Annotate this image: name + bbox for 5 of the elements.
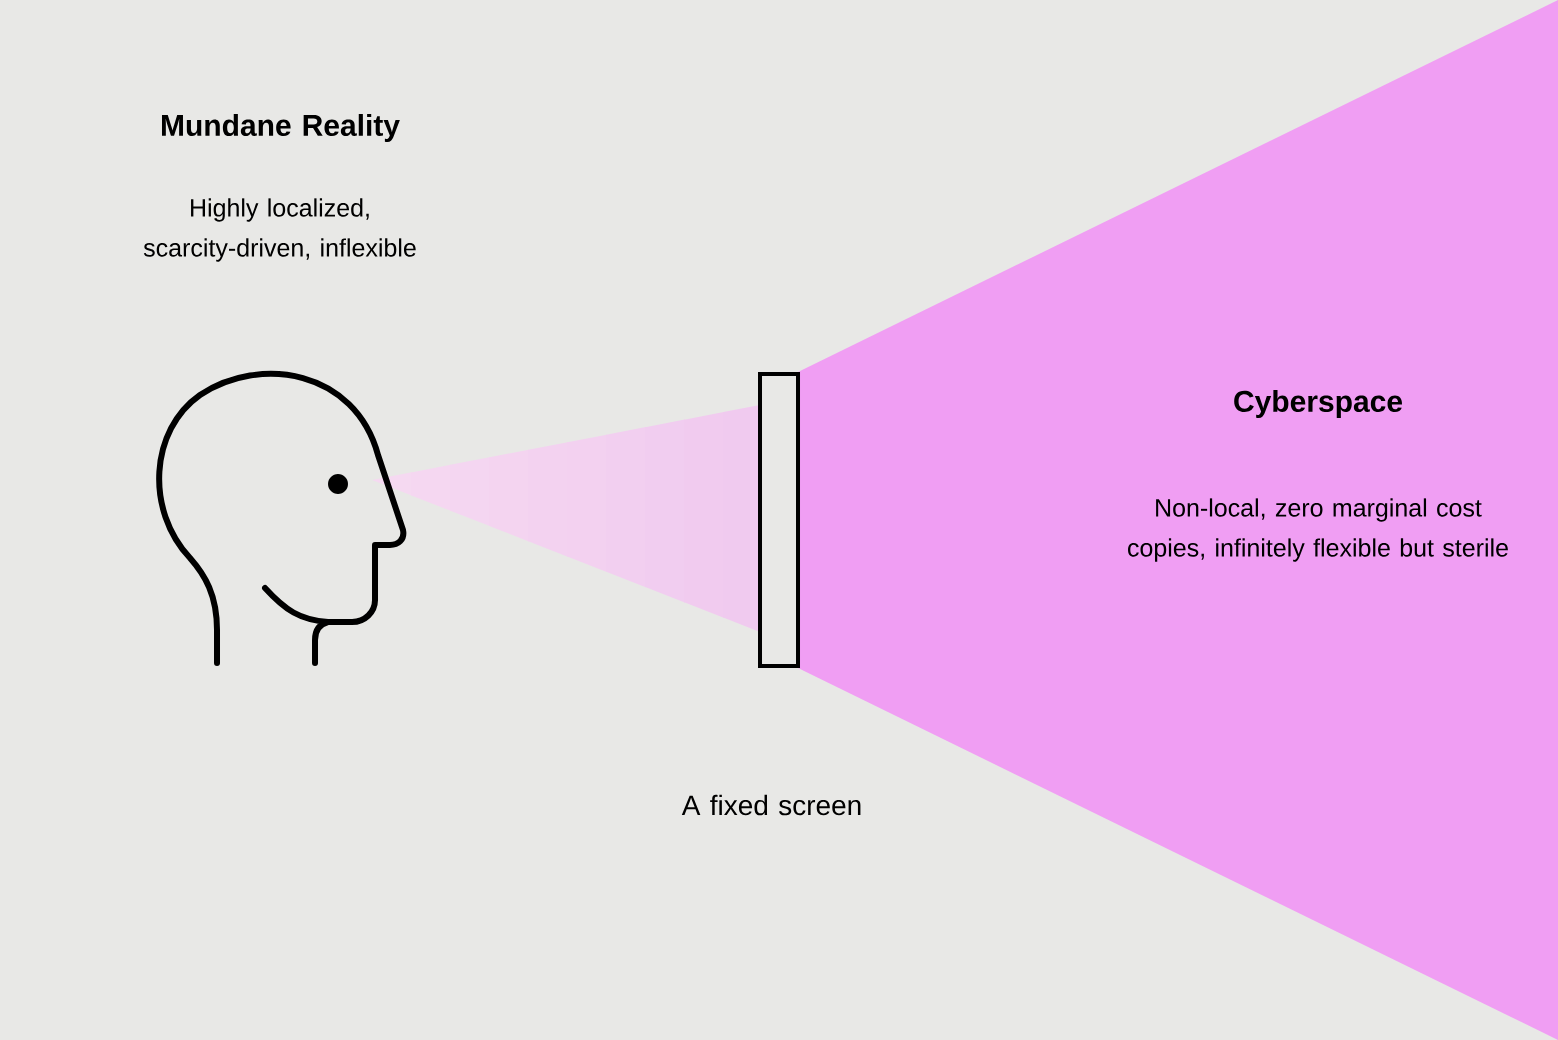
caption: A fixed screen: [681, 794, 861, 816]
description: Non-local, zero marginal cost copies, infinitely flexible but sterile: [1128, 498, 1508, 562]
heading: Mundane Reality: [162, 114, 400, 142]
heading: Cyberspace: [1234, 390, 1402, 418]
description: Highly localized, scarcity-driven, inflexible: [143, 198, 416, 262]
